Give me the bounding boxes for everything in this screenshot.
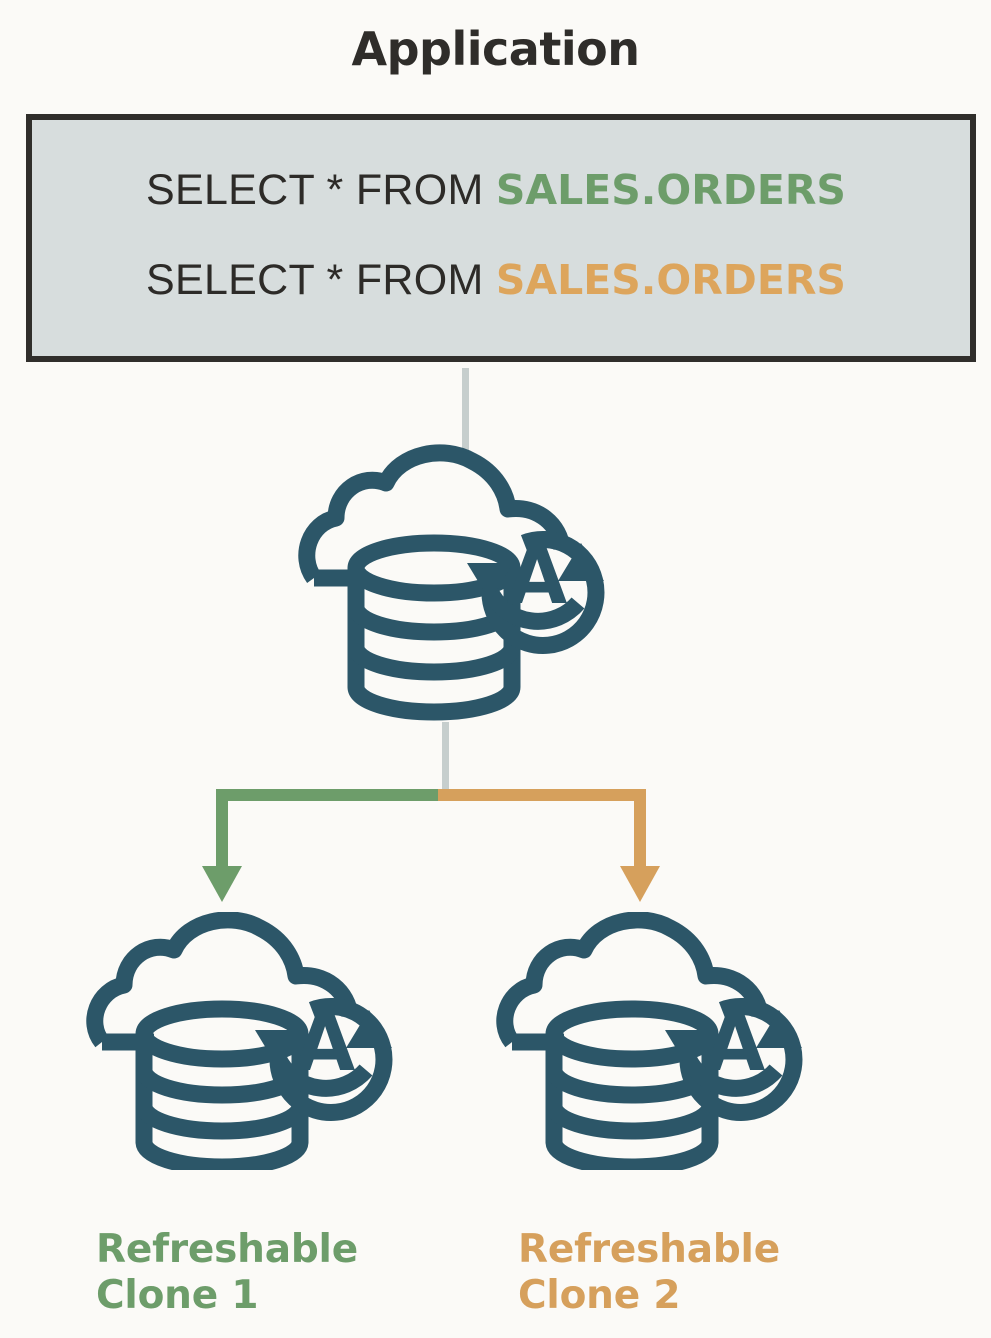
sql-prefix-text: SELECT * FROM <box>146 166 496 214</box>
clone-1-label-line2: Clone 1 <box>96 1273 259 1319</box>
clone-2-label: Refreshable Clone 2 <box>518 1227 780 1319</box>
sql-table-name-green: SALES.ORDERS <box>495 166 846 214</box>
page-title: Application <box>351 22 640 76</box>
sql-statement-row: SELECT * FROM SALES.ORDERS <box>146 166 846 215</box>
application-box: SELECT * FROM SALES.ORDERS SELECT * FROM… <box>26 114 976 362</box>
clone-2-label-line1: Refreshable <box>518 1227 780 1272</box>
clone-1-label: Refreshable Clone 1 <box>96 1227 358 1319</box>
autonomous-database-icon: A <box>492 911 828 1176</box>
svg-text:A: A <box>507 532 567 622</box>
svg-text:A: A <box>705 999 765 1089</box>
branch-stem-clone-1 <box>216 789 228 871</box>
clone-1-label-line1: Refreshable <box>96 1227 358 1272</box>
branch-bar-clone-1 <box>216 789 438 801</box>
autonomous-database-icon: A <box>82 911 418 1176</box>
arrow-head-clone-1 <box>202 866 242 902</box>
sql-prefix-text: SELECT * FROM <box>146 256 496 304</box>
clone-2-label-line2: Clone 2 <box>518 1273 681 1319</box>
branch-bar-clone-2 <box>438 789 646 801</box>
svg-text:A: A <box>295 999 355 1089</box>
autonomous-database-icon: A <box>292 443 620 729</box>
connector-line-primary-to-branch <box>442 722 449 794</box>
sql-table-name-orange: SALES.ORDERS <box>495 256 846 304</box>
arrow-head-clone-2 <box>620 866 660 902</box>
branch-stem-clone-2 <box>634 789 646 871</box>
connector-line-app-to-primary <box>462 368 469 450</box>
sql-statement-row: SELECT * FROM SALES.ORDERS <box>146 256 846 305</box>
